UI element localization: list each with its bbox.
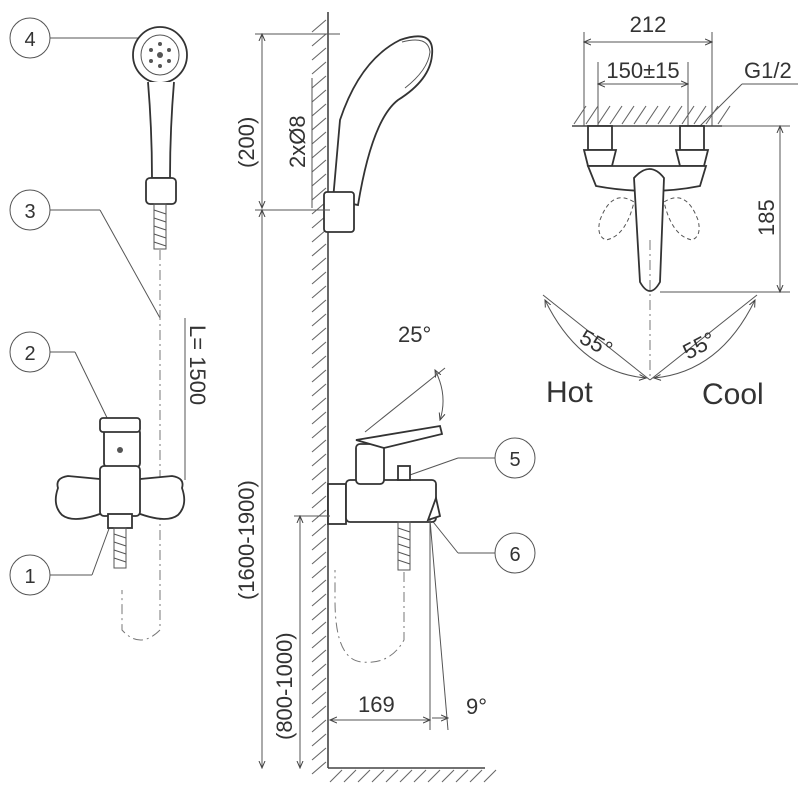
hose-left (121, 250, 161, 641)
dim-169: 169 (330, 520, 430, 730)
callout-3-text: 3 (24, 201, 35, 223)
dim-200: (200) (234, 34, 340, 208)
lever-angle-line (364, 367, 446, 433)
top-view-mixer (582, 125, 710, 292)
callout-1-text: 1 (24, 566, 35, 588)
dim-1600-1900-label: (1600-1900) (234, 480, 259, 600)
dim-185-label: 185 (754, 199, 779, 236)
dim-212-label: 212 (630, 12, 667, 37)
cool-angle-arc (654, 300, 755, 378)
callout-6: 6 (429, 517, 536, 574)
dim-9deg: 9° (429, 519, 487, 731)
dim-150-label: 150±15 (606, 58, 679, 83)
hot-angle-arc (545, 300, 646, 378)
top-wall (572, 105, 731, 127)
cool-label: Cool (702, 378, 764, 411)
dim-2x8-label: 2xØ8 (285, 115, 310, 168)
callout-3: 3 (9, 189, 161, 319)
dim-9deg-label: 9° (466, 694, 487, 719)
wall-mixer-side (327, 424, 444, 571)
dim-2x8: 2xØ8 (285, 78, 313, 208)
dim-800-1000: (800-1000) (272, 516, 330, 768)
callout-2: 2 (9, 331, 113, 429)
top-view-dimensions: 212 150±15 G1/2 185 (584, 12, 798, 292)
thread-label: G1/2 (744, 58, 792, 83)
wall-hatching (311, 12, 497, 783)
hose-length-label: L= 1500 (185, 325, 210, 405)
mixer-front (54, 417, 186, 569)
callout-4-text: 4 (24, 29, 35, 51)
dim-800-1000-label: (800-1000) (272, 632, 297, 740)
lever-angle-label: 25° (398, 322, 431, 347)
cool-angle-label: 55° (679, 327, 720, 365)
callout-5: 5 (389, 437, 536, 483)
dim-1600-1900: (1600-1900) (234, 210, 330, 768)
lever-angle-arc (435, 370, 443, 420)
dim-169-label: 169 (358, 692, 395, 717)
wall-hand-shower (323, 35, 434, 233)
callout-4: 4 (9, 17, 153, 69)
callout-1: 1 (9, 514, 115, 596)
hand-shower (132, 26, 188, 250)
callout-6-text: 6 (509, 544, 520, 566)
hose-middle (334, 570, 405, 663)
hot-angle-label: 55° (576, 324, 617, 362)
callout-2-text: 2 (24, 343, 35, 365)
dim-200-label: (200) (234, 117, 259, 168)
hot-label: Hot (546, 376, 593, 409)
callout-5-text: 5 (509, 449, 520, 471)
